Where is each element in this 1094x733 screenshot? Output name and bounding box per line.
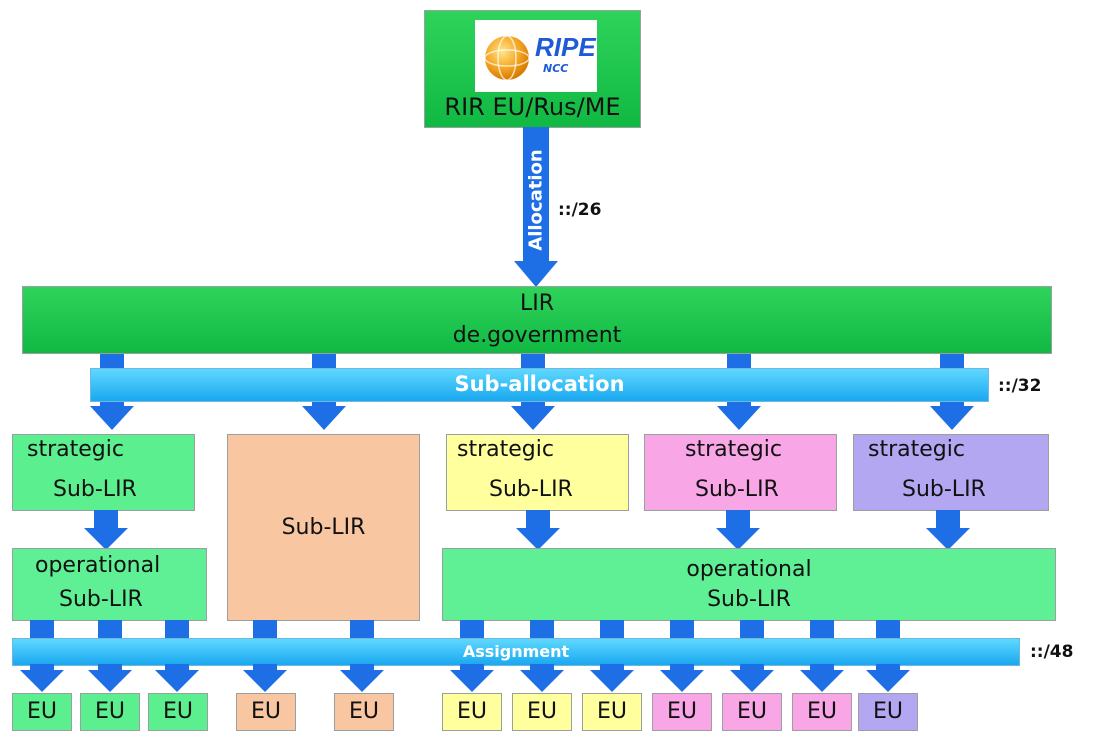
globe-icon [484,35,530,81]
lir-box: LIR de.government [22,286,1052,354]
sublir-line2: Sub-LIR [695,477,779,502]
ripe-logo: RIPE NCC [475,20,597,92]
eu-box: EU [582,693,642,731]
operational-sublir-left: operational Sub-LIR [12,548,207,621]
assignment-arrow-tops [30,620,900,640]
strategic-sublir-green: strategic Sub-LIR [12,434,195,511]
eu-box: EU [236,693,296,731]
strategic-sublir-yellow: strategic Sub-LIR [446,434,629,511]
allocation-arrow [514,127,558,287]
sub-allocation-bar: Sub-allocation [90,368,989,402]
eu-box: EU [512,693,572,731]
eu-box: EU [12,693,72,731]
lir-line1: LIR [519,291,555,316]
eu-box: EU [80,693,140,731]
assignment-prefix: ::/48 [1030,642,1074,662]
lir-line2: de.government [452,323,622,348]
operational-line1: operational [35,553,161,578]
sublir-orange: Sub-LIR [227,434,420,621]
eu-box: EU [652,693,712,731]
eu-box: EU [858,693,918,731]
assignment-arrow-heads [20,664,910,692]
eu-box: EU [792,693,852,731]
operational-sublir-right: operational Sub-LIR [442,548,1056,621]
allocation-prefix: ::/26 [558,200,602,220]
assignment-bar: Assignment [12,638,1020,666]
sublir-line1: strategic [457,437,554,462]
sublir-line1: Sub-LIR [281,515,366,540]
operational-line2: Sub-LIR [59,587,143,612]
sublir-line2: Sub-LIR [902,477,986,502]
rir-label: RIR EU/Rus/ME [444,93,621,121]
sublir-line1: strategic [685,437,782,462]
sublir-line1: strategic [868,437,965,462]
sub-allocation-label: Sub-allocation [454,372,625,396]
sublir-line1: strategic [27,437,124,462]
eu-box: EU [148,693,208,731]
strategic-sublir-pink: strategic Sub-LIR [644,434,837,511]
eu-box: EU [722,693,782,731]
allocation-label: Allocation [525,149,547,251]
rir-box: RIPE NCC RIR EU/Rus/ME [424,10,641,128]
sublir-line2: Sub-LIR [489,477,573,502]
strategic-to-operational-arrows [84,510,970,550]
assignment-label: Assignment [462,642,570,661]
eu-box: EU [334,693,394,731]
operational-line1: operational [686,557,812,582]
sub-allocation-prefix: ::/32 [998,376,1042,396]
operational-line2: Sub-LIR [707,587,791,612]
ripe-logo-sub: NCC [543,62,569,75]
ripe-logo-text: RIPE [535,32,596,62]
sublir-line2: Sub-LIR [53,477,137,502]
eu-box: EU [442,693,502,731]
strategic-sublir-purple: strategic Sub-LIR [853,434,1049,511]
